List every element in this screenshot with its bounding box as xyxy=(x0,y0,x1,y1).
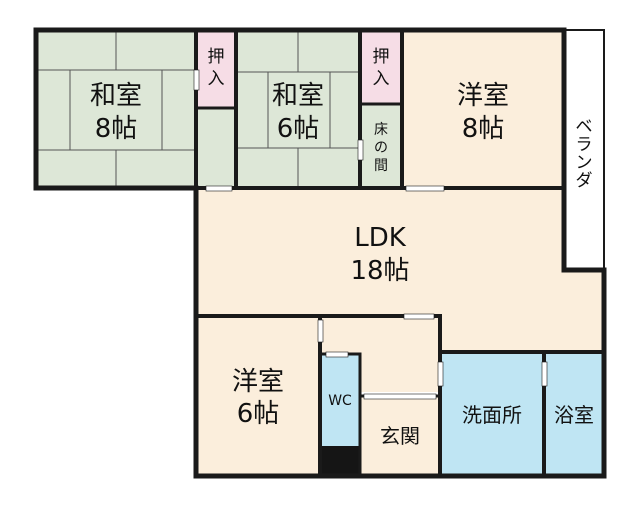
label-washitsu8-name: 和室 xyxy=(90,81,142,111)
room-youshitsu-8 xyxy=(402,30,564,188)
room-youshitsu-6 xyxy=(196,316,320,476)
label-veranda-ch1: ベ xyxy=(576,117,593,137)
room-veranda xyxy=(564,30,604,270)
label-youshitsu6-size: 6帖 xyxy=(237,399,280,429)
label-veranda-ch2: ラ xyxy=(576,135,593,155)
room-oshiire-2 xyxy=(360,30,402,104)
door-washitsu8-ldk xyxy=(205,185,233,192)
label-washitsu8-size: 8帖 xyxy=(95,114,138,144)
labels: 和室 8帖 押 入 和室 6帖 押 入 床 の 間 洋室 8帖 ベ ラ ン ダ … xyxy=(90,47,594,448)
label-wc: WC xyxy=(328,393,352,409)
room-senmenjo xyxy=(440,352,544,476)
label-senmenjo: 洗面所 xyxy=(462,403,522,427)
door-tokonoma xyxy=(357,139,364,161)
door-youshitsu6 xyxy=(317,319,324,343)
label-tokonoma-ch3: 間 xyxy=(374,158,388,174)
room-yokushitsu xyxy=(544,352,604,476)
room-genkan xyxy=(360,396,440,476)
walls xyxy=(33,27,607,479)
label-genkan: 玄関 xyxy=(380,424,420,448)
room-ldk xyxy=(196,188,604,352)
door-wc xyxy=(325,351,349,358)
label-youshitsu8-size: 8帖 xyxy=(462,114,505,144)
wc-dark-floor xyxy=(320,446,360,476)
openings xyxy=(193,69,548,400)
label-oshiire2-ch1: 押 xyxy=(373,47,390,67)
room-wc xyxy=(320,354,360,446)
door-washitsu8-closet xyxy=(193,69,200,91)
tatami-pattern xyxy=(36,30,360,188)
room-oshiire-1-lower xyxy=(196,108,236,188)
label-oshiire1-ch1: 押 xyxy=(208,47,225,67)
label-washitsu6-name: 和室 xyxy=(272,81,324,111)
label-tokonoma-ch2: の xyxy=(374,140,388,156)
door-senmenjo xyxy=(437,361,444,387)
label-veranda-ch3: ン xyxy=(576,153,593,173)
label-youshitsu8-name: 洋室 xyxy=(457,81,509,111)
door-youshitsu8-ldk xyxy=(405,185,445,192)
label-tokonoma-ch1: 床 xyxy=(374,122,388,138)
label-veranda-ch4: ダ xyxy=(576,171,593,191)
room-tokonoma xyxy=(360,104,402,188)
door-genkan xyxy=(363,393,437,400)
label-oshiire2-ch2: 入 xyxy=(373,69,390,89)
label-yokushitsu: 浴室 xyxy=(554,403,594,427)
room-oshiire-1 xyxy=(196,30,236,108)
label-ldk-name: LDK xyxy=(354,223,407,253)
door-hall-ldk xyxy=(403,313,435,320)
label-oshiire1-ch2: 入 xyxy=(208,69,225,89)
door-yokushitsu xyxy=(541,361,548,387)
label-washitsu6-size: 6帖 xyxy=(277,114,320,144)
label-ldk-size: 18帖 xyxy=(350,256,409,286)
label-youshitsu6-name: 洋室 xyxy=(232,367,284,397)
